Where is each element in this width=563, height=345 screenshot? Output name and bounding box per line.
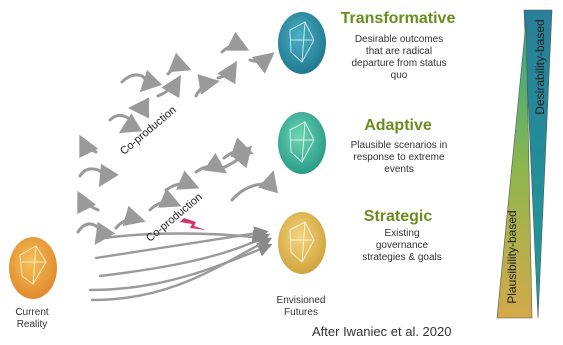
adaptive-sphere	[278, 112, 326, 174]
coproduction-arrows-middle	[114, 137, 278, 230]
desirability-triangle	[523, 9, 553, 319]
transformative-description: Desirable outcomes that are radical depa…	[351, 34, 447, 81]
transformative-title: Transformative	[340, 10, 456, 27]
envisioned-futures-label: Envisioned Futures	[276, 295, 326, 318]
strategic-title: Strategic	[363, 208, 433, 225]
desirability-label: Desirability-based	[533, 19, 547, 115]
citation: After Iwaniec et al. 2020	[312, 324, 452, 339]
current-reality-sphere	[9, 237, 57, 299]
coproduction-arrows-upper	[76, 31, 275, 245]
adaptive-title: Adaptive	[364, 117, 432, 134]
strategic-description: Existing governance strategies & goals	[362, 228, 442, 263]
lightning-bolt-icon	[180, 218, 206, 230]
plausibility-label: Plausibility-based	[505, 210, 519, 304]
current-reality-label: Current Reality	[15, 307, 49, 330]
transformative-sphere	[278, 12, 326, 74]
plausibility-triangle	[496, 21, 533, 319]
adaptive-description: Plausible scenarios in response to extre…	[350, 140, 448, 175]
strategic-pathway-arrows	[88, 226, 273, 302]
strategic-sphere	[278, 212, 326, 274]
